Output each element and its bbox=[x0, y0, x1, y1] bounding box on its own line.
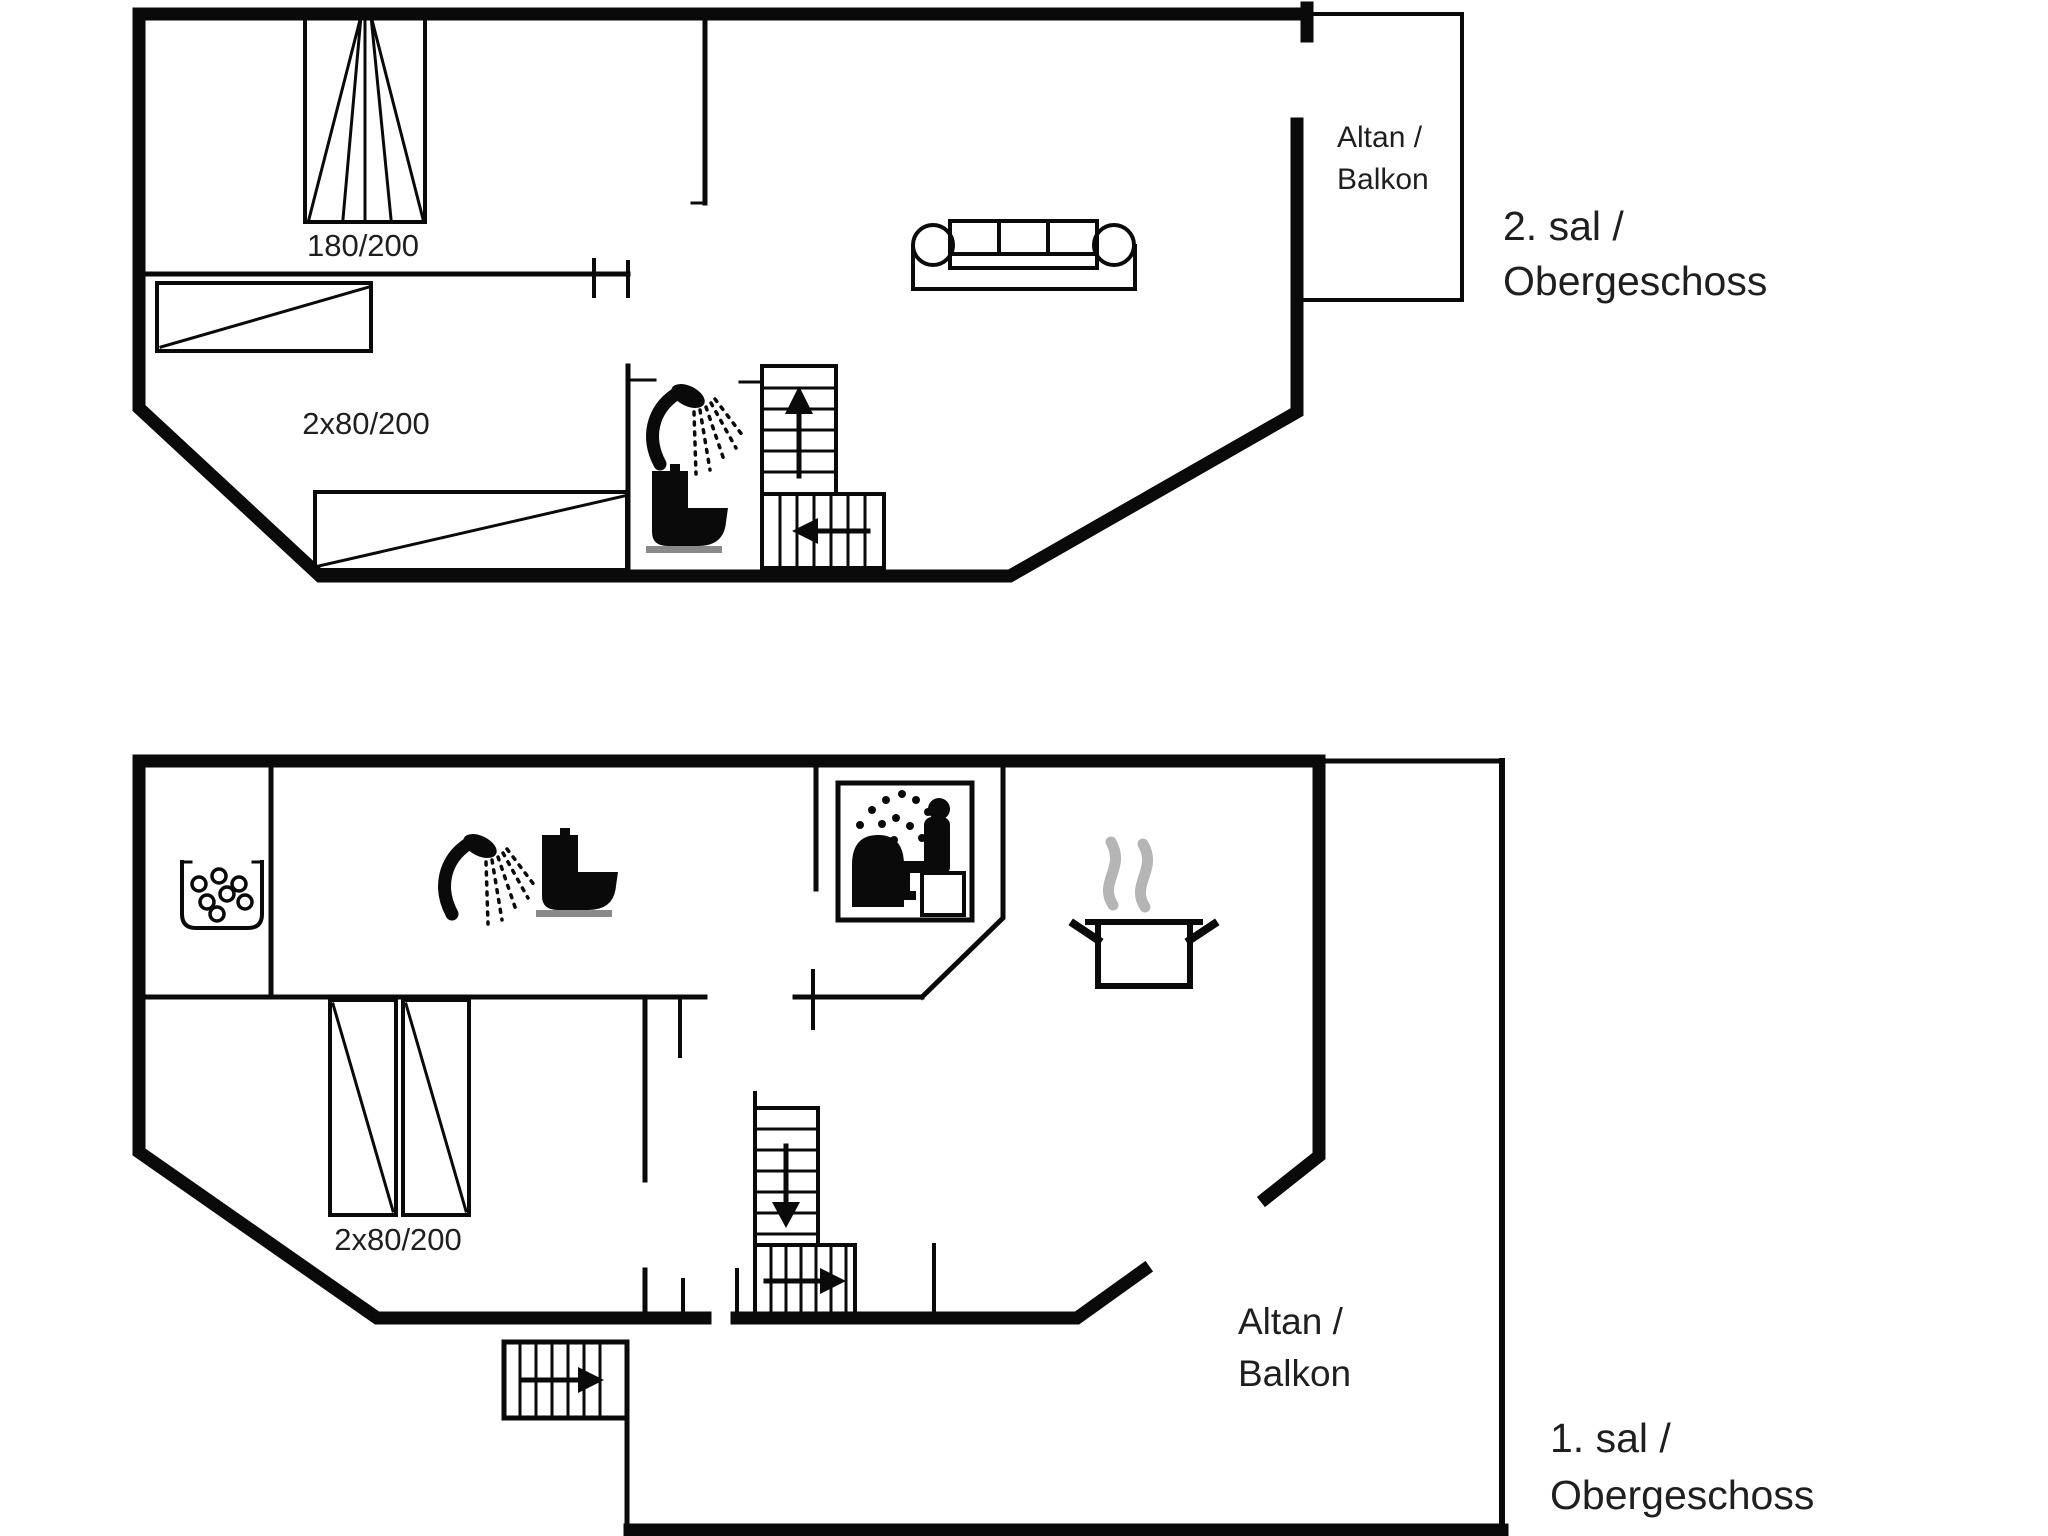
bed-icon bbox=[313, 490, 629, 572]
svg-text:Altan /: Altan / bbox=[1238, 1301, 1344, 1342]
bed-size-label: 2x80/200 bbox=[334, 1222, 462, 1257]
svg-text:Obergeschoss: Obergeschoss bbox=[1503, 258, 1767, 304]
balcony-outline bbox=[623, 758, 1509, 1536]
sauna-icon bbox=[835, 780, 975, 923]
cooking-pot-icon bbox=[1068, 836, 1220, 989]
floor-label: 1. sal / Obergeschoss bbox=[1550, 1415, 1814, 1518]
upper-floor-plan: 180/200 2x80/200 bbox=[132, 1, 1767, 583]
staircase-up-icon bbox=[760, 364, 886, 570]
svg-text:Balkon: Balkon bbox=[1238, 1353, 1351, 1394]
svg-text:2. sal /: 2. sal / bbox=[1503, 203, 1624, 249]
sofa-icon bbox=[911, 219, 1137, 291]
bed-size-label: 2x80/200 bbox=[302, 406, 430, 441]
balcony-label: Altan / Balkon bbox=[1238, 1301, 1351, 1394]
svg-text:1. sal /: 1. sal / bbox=[1550, 1415, 1671, 1461]
double-bed-icon bbox=[303, 8, 427, 224]
washing-basin-icon bbox=[180, 860, 264, 930]
svg-text:Altan /: Altan / bbox=[1337, 121, 1423, 154]
staircase-down-icon bbox=[753, 1091, 857, 1320]
svg-text:Obergeschoss: Obergeschoss bbox=[1550, 1472, 1814, 1518]
lower-floor-plan: 2x80/200 Altan / Balkon 1. sal / Oberges… bbox=[132, 754, 1814, 1536]
floor-label: 2. sal / Obergeschoss bbox=[1503, 203, 1767, 304]
svg-text:Balkon: Balkon bbox=[1337, 163, 1429, 196]
balcony-outline bbox=[1301, 12, 1464, 302]
balcony-label: Altan / Balkon bbox=[1337, 121, 1429, 196]
bed-icon bbox=[401, 998, 471, 1217]
bed-icon bbox=[328, 998, 398, 1217]
entry-stairs-icon bbox=[501, 1339, 630, 1421]
bed-size-label: 180/200 bbox=[307, 228, 419, 263]
bed-icon bbox=[155, 281, 373, 353]
lower-interior-walls bbox=[138, 758, 1006, 1321]
